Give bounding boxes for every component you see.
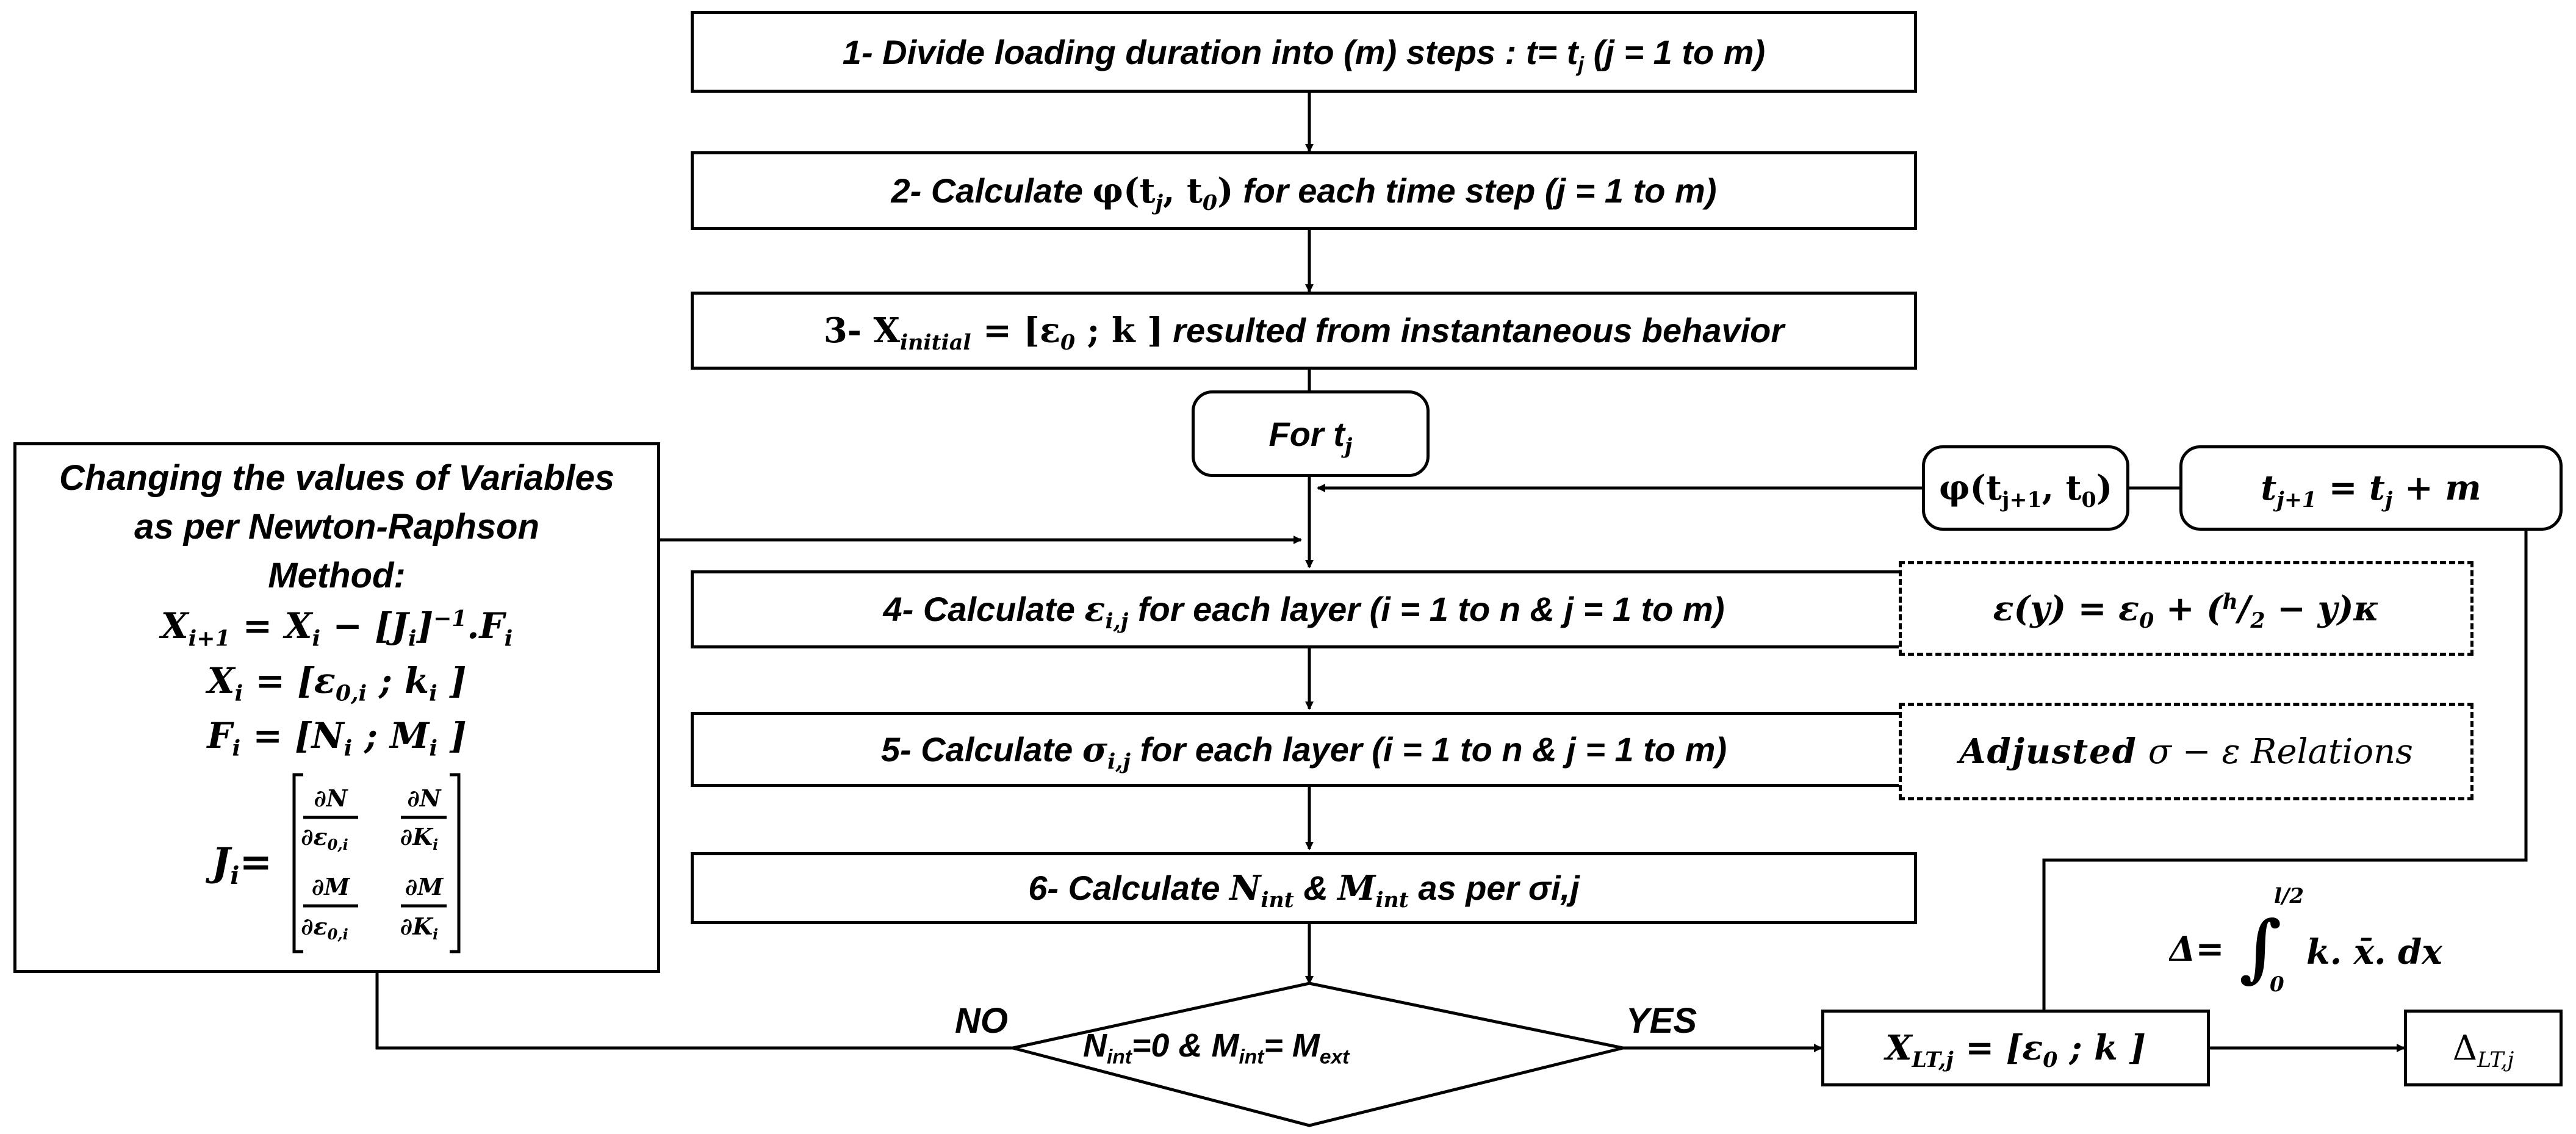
newton-update-eq: Xi+1 = Xi − [Ji]−1.Fi [160,605,513,651]
step-2-box: 2- Calculate φ(tj, t0) for each time ste… [691,151,1917,230]
decision-diamond [1012,981,1624,1127]
adjusted-relations-text: Adjusted σ − ε Relations [1959,731,2413,772]
delta-lt-text: ΔLT,j [2452,1028,2514,1072]
integral-upper: l/2 [2274,884,2304,908]
jacobian-lhs: Ji= [205,839,272,890]
phi-next-box: φ(tj+1, t0) [1922,445,2129,531]
for-loop-text: For tj [1268,414,1353,459]
newton-raphson-panel: Changing the values of Variables as per … [13,442,660,973]
for-loop-box: For tj [1192,390,1430,477]
step-1-text: 1- Divide loading duration into (m) step… [842,32,1766,76]
jac-dM-2: ∂M [405,873,444,900]
t-next-box: tj+1 = tj + m [2179,445,2563,531]
strain-equation-box: ε(y) = ε0 + (h/2 − y)κ [1899,561,2473,656]
step-6-text: 6- Calculate Nint & Mint as per σi,j [1028,868,1580,913]
line-result-feedback [2042,531,2528,1010]
step-4-text: 4- Calculate εi,j for each layer (i = 1 … [883,589,1725,634]
adjusted-relations-box: Adjusted σ − ε Relations [1899,703,2473,800]
step-3-box: 3- Xinitial = [ε0 ; k ] resulted from in… [691,292,1917,370]
step-1-box: 1- Divide loading duration into (m) step… [691,11,1917,93]
newton-x-def: Xi = [ε0,i ; ki ] [207,660,467,706]
jacobian-matrix: Ji= ∂N ∂N ∂ε0,i ∂Ki ∂M ∂M ∂ε0,i ∂Ki [205,773,461,953]
jac-dK-2: ∂Ki [400,913,438,943]
x-lt-box: XLT,j = [ε0 ; k ] [1821,1010,2210,1086]
integrand: k. x̄. dx [2306,932,2442,972]
step-5-text: 5- Calculate σi,j for each layer (i = 1 … [880,729,1727,774]
step-4-box: 4- Calculate εi,j for each layer (i = 1 … [691,570,1917,648]
jac-dN-2: ∂N [407,784,441,812]
jac-de0-1: ∂ε0,i [301,823,348,853]
step-3-text: 3- Xinitial = [ε0 ; k ] resulted from in… [823,310,1785,356]
step-6-box: 6- Calculate Nint & Mint as per σi,j [691,852,1917,924]
line-no-return [375,973,1013,1050]
t-next-text: tj+1 = tj + m [2261,468,2481,513]
decision-condition: Nint=0 & Mint= Mext [1083,1027,1350,1069]
phi-next-text: φ(tj+1, t0) [1938,468,2113,513]
delta-lt-box: ΔLT,j [2404,1010,2563,1086]
newton-line-3: Method: [268,556,406,595]
delta-equals: Δ= [2169,929,2224,969]
step-5-box: 5- Calculate σi,j for each layer (i = 1 … [691,712,1917,787]
integral-sign: ∫ [2239,905,2282,991]
jac-de0-2: ∂ε0,i [301,913,348,943]
deflection-integral: Δ= ∫ l/2 0 k. x̄. dx [2169,884,2442,997]
decision-no-label: NO [955,1001,1008,1041]
jac-dN-1: ∂N [314,784,348,812]
integral-lower: 0 [2270,972,2284,997]
jac-dK-1: ∂Ki [400,823,438,853]
strain-equation-text: ε(y) = ε0 + (h/2 − y)κ [1993,588,2380,633]
jac-dM-1: ∂M [312,873,350,900]
newton-line-1: Changing the values of Variables [59,458,614,498]
decision-yes-label: YES [1626,1001,1697,1041]
newton-line-2: as per Newton-Raphson [134,507,539,547]
step-2-text: 2- Calculate φ(tj, t0) for each time ste… [891,170,1717,215]
x-lt-text: XLT,j = [ε0 ; k ] [1885,1028,2146,1073]
newton-f-def: Fi = [Ni ; Mi ] [207,715,467,761]
